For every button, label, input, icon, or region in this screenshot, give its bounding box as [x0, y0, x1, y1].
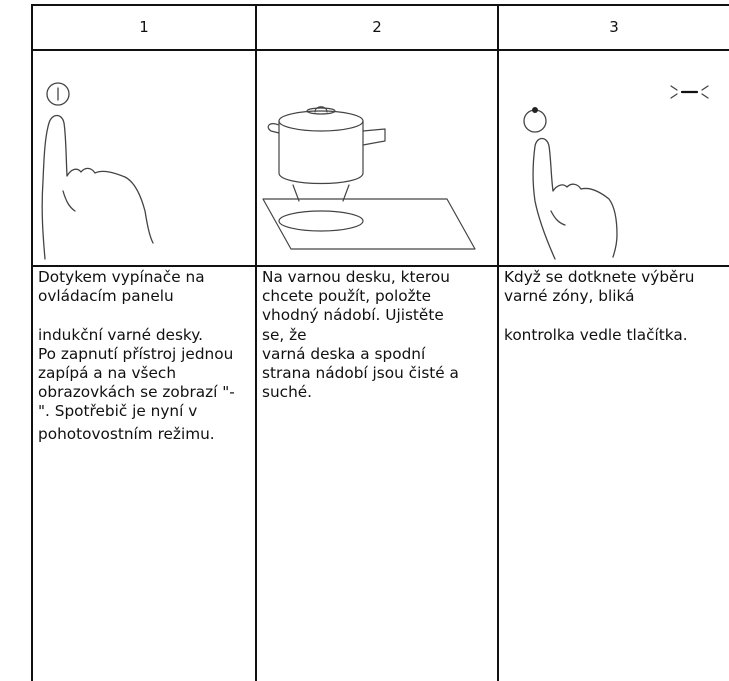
- text-line: varné zóny, bliká: [504, 287, 635, 306]
- text-line: Dotykem vypínače na: [38, 268, 205, 286]
- text-line: suché.: [262, 383, 313, 402]
- illustration-power-touch: [33, 51, 255, 265]
- illustration-zone-select: [499, 51, 729, 265]
- text-line: varná deska a spodní: [262, 344, 426, 363]
- hand-power-icon: [41, 82, 154, 260]
- hand-zone-selector-icon: [523, 85, 709, 260]
- column-border-1-2: [255, 4, 257, 681]
- text-line: Když se dotknete výběru: [504, 268, 695, 286]
- column-header-3: 3: [609, 18, 619, 36]
- text-line: strana nádobí jsou čisté a: [262, 364, 459, 383]
- text-line: ". Spotřebič je nyní v: [38, 402, 198, 421]
- text-line: indukční varné desky.: [38, 325, 203, 344]
- text-line: chcete použít, položte: [262, 287, 432, 306]
- column-text-1: Dotykem vypínače na ovládacím panelu ind…: [38, 268, 235, 444]
- column-text-3: Když se dotknete výběru varné zóny, blik…: [504, 268, 694, 345]
- column-text-2: Na varnou desku, kterou chcete použít, p…: [262, 268, 459, 402]
- text-line: kontrolka vedle tlačítka.: [504, 325, 688, 344]
- column-border-2-3: [497, 4, 499, 681]
- text-line: pohotovostním režimu.: [38, 424, 215, 443]
- illustration-pot-on-hob: [257, 51, 497, 265]
- text-line: ovládacím panelu: [38, 287, 174, 306]
- table-top-border: [31, 4, 729, 6]
- text-line: vhodný nádobí. Ujistěte: [262, 306, 444, 325]
- text-line: zapípá a na všech: [38, 364, 177, 382]
- text-line: Na varnou desku, kterou: [262, 268, 450, 286]
- text-line: obrazovkách se zobrazí "-: [38, 383, 235, 402]
- column-header-1: 1: [139, 18, 149, 36]
- column-border-left: [31, 4, 33, 681]
- header-bottom-border: [31, 49, 729, 51]
- pot-icon: [262, 106, 476, 250]
- text-line: Po zapnutí přístroj jednou: [38, 344, 234, 363]
- image-row-bottom-border: [31, 265, 729, 267]
- text-line: se, že: [262, 325, 307, 344]
- column-header-2: 2: [372, 18, 382, 36]
